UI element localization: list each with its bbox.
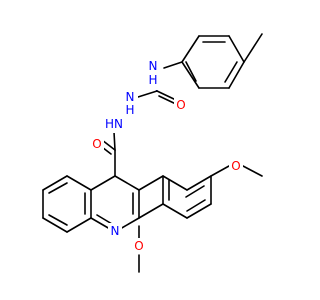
methyl-bond: [242, 165, 263, 177]
bond: [137, 90, 158, 98]
nh-top-n: N: [149, 59, 158, 73]
bond: [185, 61, 197, 82]
methoxy-bond: [210, 165, 230, 177]
bond: [162, 203, 188, 219]
tolyl-ring: [181, 33, 263, 89]
bond: [228, 61, 245, 89]
atom-labels: N H O N H HN O N O O: [90, 59, 243, 254]
bond: [224, 61, 238, 83]
bond: [138, 203, 164, 219]
label-background: [90, 136, 104, 152]
carbonyl-bond: [101, 139, 116, 151]
bond: [66, 217, 92, 233]
bond: [96, 214, 113, 225]
bond: [162, 175, 188, 191]
bond: [228, 35, 245, 63]
o-amide-label: O: [92, 137, 101, 151]
label-background: [145, 60, 161, 90]
methyl-bond: [243, 33, 263, 63]
bond: [48, 182, 68, 194]
bond: [90, 175, 116, 191]
bond: [119, 217, 140, 230]
bond: [185, 185, 205, 198]
dimethoxyphenyl-ring: [138, 165, 263, 273]
n-quinoline-label: N: [111, 224, 120, 238]
bond: [42, 175, 68, 191]
bond: [48, 214, 68, 226]
bond: [113, 131, 116, 151]
label-background: [229, 158, 243, 174]
label-background: [102, 113, 126, 133]
bond: [138, 175, 164, 191]
label-background: [174, 97, 188, 113]
bond: [186, 203, 212, 219]
bond: [163, 61, 183, 69]
bond: [181, 35, 200, 63]
bond: [181, 61, 200, 89]
label-background: [122, 89, 138, 119]
nh-mid-n: N: [126, 90, 135, 104]
bond: [114, 175, 140, 191]
hn-lower-label: HN: [105, 117, 123, 131]
o-methoxy-right-label: O: [231, 159, 240, 173]
o-methoxy-left-label: O: [134, 239, 143, 253]
bond: [186, 199, 206, 212]
bond: [66, 175, 92, 191]
nh-top-h: H: [148, 73, 157, 87]
o-urea-label: O: [176, 98, 185, 112]
molecule-drawing: N H O N H HN O N O O: [42, 33, 263, 273]
label-background: [132, 238, 146, 254]
label-background: [108, 223, 122, 239]
quinoline-ring: [42, 149, 140, 233]
nh-mid-h: H: [125, 103, 134, 117]
carbonyl-bond: [156, 90, 177, 101]
structure-canvas: N H O N H HN O N O O: [42, 33, 263, 273]
bond: [186, 175, 212, 191]
bond: [42, 217, 68, 233]
bond: [90, 217, 111, 230]
urea-linker: [97, 61, 183, 155]
